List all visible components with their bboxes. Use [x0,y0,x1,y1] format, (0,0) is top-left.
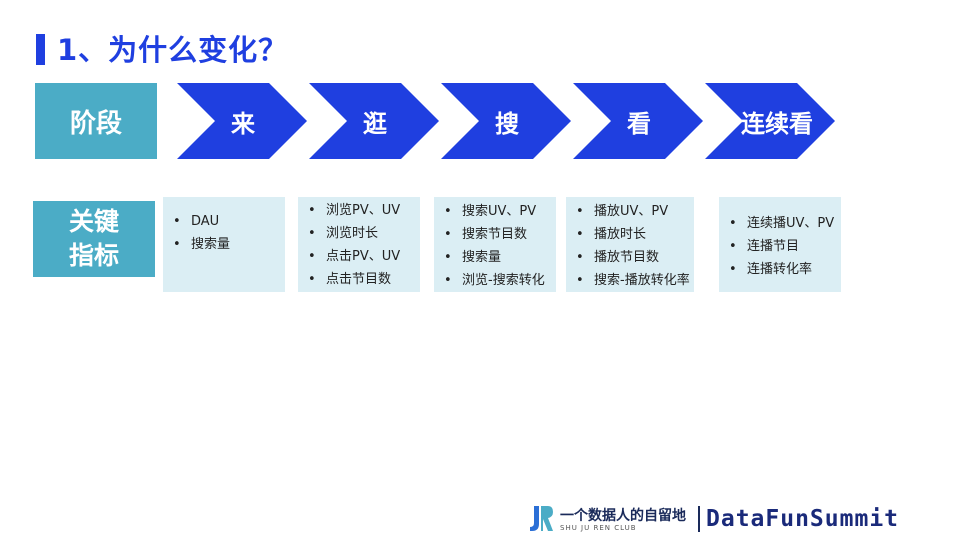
kpi-label-line-1: 关键 [68,207,119,236]
stage-row-label: 阶段 [35,83,157,159]
kpi-box-3: 搜索UV、PV 搜索节目数 搜索量 浏览-搜索转化 [434,197,556,292]
kpi-item: 搜索量 [444,246,545,269]
title-accent-bar [36,34,45,65]
kpi-item: 连续播UV、PV [729,212,834,235]
kpi-box-1: DAU 搜索量 [163,197,285,292]
logo-en-text: SHU JU REN CLUB [560,524,637,532]
kpi-item: 搜索量 [173,233,230,256]
kpi-box-2: 浏览PV、UV 浏览时长 点击PV、UV 点击节目数 [298,197,420,292]
stage-label-3: 搜 [495,109,519,138]
page-title: 1、为什么变化？ [57,33,289,67]
stage-chevron-4: 看 [573,83,703,159]
kpi-item: 播放时长 [576,223,690,246]
kpi-item: 播放UV、PV [576,200,690,223]
datafun-logo: DataFunSummit [698,503,899,535]
kpi-box-5: 连续播UV、PV 连播节目 连播转化率 [719,197,841,292]
kpi-row-label: 关键 指标 [33,201,155,277]
kpi-item: DAU [173,210,230,233]
stage-chevron-2: 逛 [309,83,439,159]
kpi-item: 搜索节目数 [444,223,545,246]
stage-chevron-5: 连续看 [705,83,835,159]
kpi-item: 连播转化率 [729,258,834,281]
kpi-label-line-2: 指标 [68,241,119,270]
kpi-item: 点击节目数 [308,268,400,291]
kpi-box-4: 播放UV、PV 播放时长 播放节目数 搜索-播放转化率 [566,197,694,292]
stage-label-5: 连续看 [741,109,813,138]
logo-cn-text: 一个数据人的自留地 [560,508,686,524]
brand-divider [698,506,700,532]
stage-label-4: 看 [627,109,651,138]
shujuren-logo-icon [530,506,553,531]
shujuren-logo: 一个数据人的自留地 SHU JU REN CLUB [528,503,688,535]
stage-chevron-3: 搜 [441,83,571,159]
kpi-item: 点击PV、UV [308,245,400,268]
stage-label-1: 来 [231,109,255,138]
kpi-item: 播放节目数 [576,246,690,269]
brand-text: DataFunSummit [706,506,900,532]
kpi-item: 浏览PV、UV [308,199,400,222]
kpi-item: 连播节目 [729,235,834,258]
kpi-item: 浏览时长 [308,222,400,245]
kpi-item: 搜索-播放转化率 [576,269,690,292]
stage-label-2: 逛 [363,109,387,138]
stage-chevron-1: 来 [177,83,307,159]
kpi-item: 搜索UV、PV [444,200,545,223]
kpi-item: 浏览-搜索转化 [444,269,545,292]
